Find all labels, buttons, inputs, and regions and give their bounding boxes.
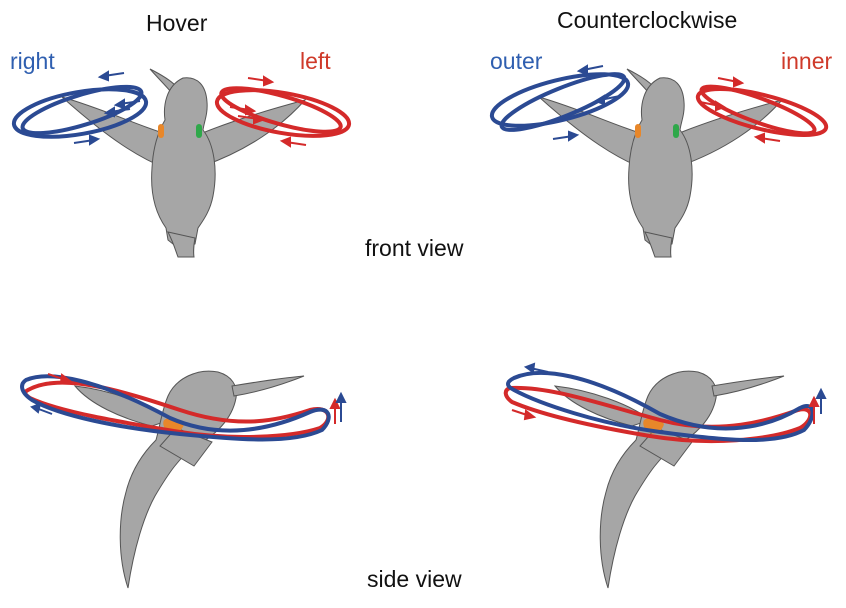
ccw-side-red-path (503, 385, 813, 444)
hover-left-wing-path (214, 86, 352, 138)
ccw-side-blue-path (506, 370, 815, 443)
ccw-side-arrows (511, 362, 827, 424)
hover-side-arrows (30, 373, 347, 424)
hover-front-group (11, 68, 352, 258)
hover-right-wing-path (11, 84, 149, 139)
label-front-view: front view (365, 235, 464, 261)
label-side-view: side view (367, 566, 462, 592)
hummingbird-side-icon (554, 370, 785, 589)
label-ccw-outer: outer (490, 48, 543, 74)
hover-front-arrows (73, 70, 307, 148)
ccw-inner-wing-path (695, 84, 829, 137)
ccw-side-group (503, 362, 827, 589)
hummingbird-side-icon (74, 370, 305, 589)
label-hover-right: right (10, 48, 55, 74)
hummingbird-front-icon (538, 68, 783, 258)
hover-side-group (20, 370, 347, 589)
label-hover-left: left (300, 48, 331, 74)
hover-side-red-path (23, 380, 331, 439)
ccw-outer-wing-path (489, 72, 631, 132)
hover-side-blue-path (20, 374, 331, 442)
title-hover: Hover (146, 10, 208, 36)
title-counterclockwise: Counterclockwise (557, 7, 738, 33)
hummingbird-front-icon (61, 68, 306, 258)
ccw-front-group (489, 64, 829, 258)
label-ccw-inner: inner (781, 48, 833, 74)
ccw-front-arrows (552, 64, 781, 144)
